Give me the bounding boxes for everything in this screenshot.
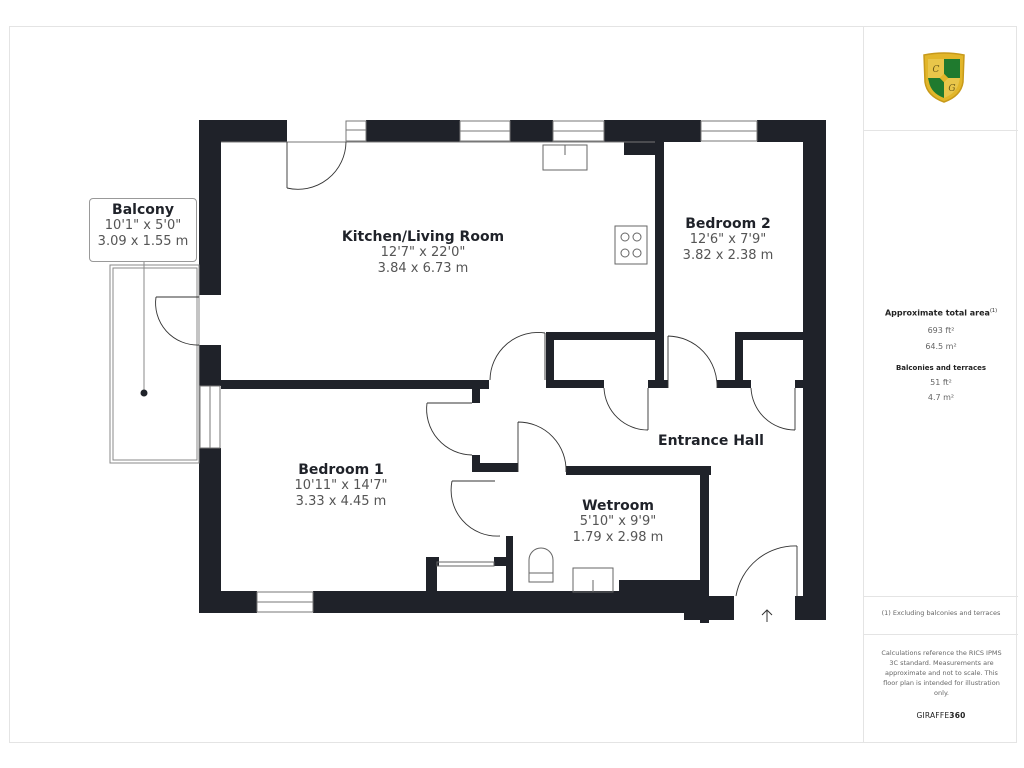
balconies-sqm: 4.7 m²	[927, 393, 955, 402]
total-area-sqm: 64.5 m²	[925, 342, 957, 351]
svg-text:C: C	[933, 65, 940, 75]
room-label-bedroom-1: Bedroom 1 10'11" x 14'7" 3.33 x 4.45 m	[294, 462, 388, 509]
windows	[199, 120, 758, 613]
hob-icon	[614, 225, 648, 265]
svg-text:G: G	[948, 84, 955, 94]
disclaimer: Calculations reference the RICS IPMS 3C …	[881, 649, 1002, 697]
brand-logo: GIRAFFE360	[916, 711, 966, 720]
toilet-icon	[528, 547, 554, 583]
total-area-sqft: 693 ft²	[927, 326, 955, 335]
divider	[864, 634, 1018, 635]
shield-crest-icon: C G	[923, 52, 965, 103]
floor-plan	[109, 120, 826, 623]
doors[interactable]	[155, 141, 798, 597]
room-label-balcony: Balcony 10'1" x 5'0" 3.09 x 1.55 m	[89, 198, 197, 262]
page-frame	[9, 26, 1017, 743]
balconies-title: Balconies and terraces	[895, 364, 987, 372]
balcony-outline	[109, 262, 200, 464]
fixtures	[436, 144, 648, 593]
room-label-bedroom-2: Bedroom 2 12'6" x 7'9" 3.82 x 2.38 m	[682, 216, 774, 263]
balconies-sqft: 51 ft²	[930, 378, 952, 387]
room-label-wetroom: Wetroom 5'10" x 9'9" 1.79 x 2.98 m	[572, 498, 664, 545]
divider	[864, 596, 1018, 597]
divider	[864, 130, 1018, 131]
total-area-title: Approximate total area(1)	[884, 308, 998, 318]
walls	[199, 120, 826, 623]
footnote: (1) Excluding balconies and terraces	[881, 609, 1001, 617]
room-label-entrance-hall: Entrance Hall	[658, 433, 764, 449]
room-label-kitchen-living: Kitchen/Living Room 12'7" x 22'0" 3.84 x…	[341, 229, 505, 276]
info-sidebar: C G Approximate total area(1) 693 ft² 64…	[863, 26, 1018, 743]
balcony-anchor-dot	[140, 389, 148, 397]
entrance-arrow-icon	[761, 609, 773, 622]
